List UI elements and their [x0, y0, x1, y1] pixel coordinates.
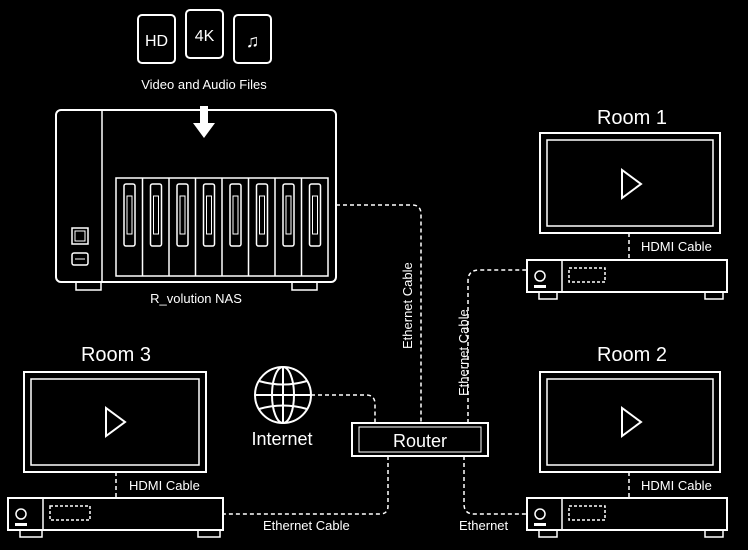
router-device — [351, 422, 489, 457]
room1-tv — [539, 132, 721, 234]
play-icon — [621, 168, 643, 200]
nas-drive-bay — [274, 178, 295, 276]
nas-drive-bay — [168, 178, 189, 276]
nas-label: R_volution NAS — [150, 291, 242, 306]
cable-room3-router-label: Ethernet Cable — [263, 518, 350, 533]
cable-internet-router — [311, 394, 376, 423]
svg-text:♫: ♫ — [246, 31, 260, 51]
play-icon — [621, 406, 643, 438]
internet-label: Internet — [251, 429, 312, 449]
nas-drive-bay — [247, 178, 269, 276]
nas-usb-port — [71, 252, 89, 266]
cable-room1-router-label: Ethernet Cable — [456, 309, 471, 396]
power-icon — [534, 270, 546, 282]
room3-cable-label: HDMI Cable — [129, 478, 200, 493]
hd-icon: HD — [137, 14, 176, 64]
nas-drive-bay — [221, 178, 242, 276]
room1-title: Room 1 — [597, 107, 667, 129]
nas-power-button — [71, 227, 89, 245]
room2-player — [526, 497, 728, 538]
globe-icon — [254, 366, 312, 424]
room2-tv — [539, 371, 721, 473]
nas-drive-bay — [123, 183, 136, 247]
cable-room3-router — [223, 456, 389, 515]
room1-player — [526, 259, 728, 300]
music-note-icon: ♫ — [233, 14, 272, 64]
router-label: Router — [393, 431, 447, 451]
cable-room2-router-label: Ethernet — [459, 518, 509, 533]
play-icon — [105, 406, 127, 438]
arrow-down-icon — [193, 106, 215, 138]
nas-drive-bay — [300, 178, 322, 276]
power-icon — [534, 508, 546, 520]
room2-title: Room 2 — [597, 344, 667, 366]
svg-text:HD: HD — [145, 33, 168, 50]
room1-cable-label: HDMI Cable — [641, 239, 712, 254]
room3-player — [7, 497, 224, 538]
cable-room2-router — [463, 456, 527, 515]
power-icon — [15, 508, 27, 520]
svg-text:4K: 4K — [195, 28, 215, 45]
room2-cable-label: HDMI Cable — [641, 478, 712, 493]
cable-nas-router-label: Ethernet Cable — [400, 262, 415, 349]
cables — [223, 204, 527, 515]
room3-title: Room 3 — [81, 344, 151, 366]
cable-room1-router — [467, 269, 527, 423]
4k-icon: 4K — [185, 9, 224, 59]
nas-drive-bay — [141, 178, 163, 276]
room3-tv — [23, 371, 207, 473]
media-caption: Video and Audio Files — [141, 77, 267, 92]
nas-drive-bay — [194, 178, 216, 276]
nas-device — [55, 109, 337, 291]
